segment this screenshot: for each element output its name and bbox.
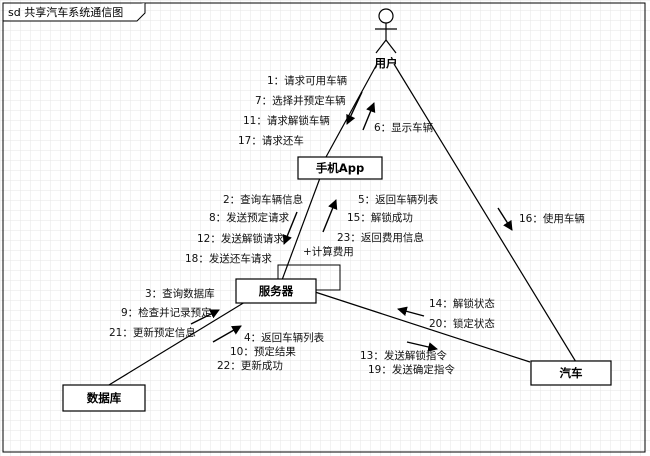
- arrow-database-to-server: [212, 325, 242, 343]
- message-label: 17：请求还车: [238, 134, 304, 147]
- self-message-label: +计算费用: [303, 245, 354, 258]
- message-label: 18：发送还车请求: [185, 252, 272, 265]
- messages-app-to-server: 2：查询车辆信息 8：发送预定请求 12：发送解锁请求 18：发送还车请求: [185, 193, 303, 265]
- link-user-car: [393, 63, 577, 363]
- arrow-server-to-car: [406, 341, 438, 352]
- message-label: 5：返回车辆列表: [358, 193, 439, 206]
- app-node-label: 手机App: [316, 161, 364, 175]
- message-label: 23：返回费用信息: [337, 231, 424, 244]
- message-label: 13：发送解锁指令: [360, 349, 447, 362]
- message-label: 2：查询车辆信息: [223, 193, 303, 206]
- server-self-loop: [277, 264, 341, 291]
- link-server-car: [314, 291, 531, 363]
- message-label: 8：发送预定请求: [209, 211, 290, 224]
- database-node-label: 数据库: [87, 391, 122, 405]
- message-label: 4：返回车辆列表: [244, 331, 325, 344]
- message-label: 12：发送解锁请求: [197, 232, 284, 245]
- message-label: 20：锁定状态: [429, 317, 495, 330]
- app-node[interactable]: 手机App: [297, 156, 383, 180]
- link-server-database: [103, 301, 246, 389]
- diagram-frame: [2, 2, 646, 453]
- car-node-label: 汽车: [560, 366, 583, 380]
- arrow-server-to-app: [322, 199, 338, 233]
- messages-app-to-user: 6：显示车辆: [374, 121, 433, 134]
- messages-server-to-database: 3：查询数据库 9：检查并记录预定 21：更新预定信息: [109, 287, 215, 339]
- messages-database-to-server: 4：返回车辆列表 10：预定结果 22：更新成功: [217, 331, 325, 372]
- message-label: 7：选择并预定车辆: [255, 94, 346, 107]
- message-label: 21：更新预定信息: [109, 326, 196, 339]
- server-node-label: 服务器: [259, 284, 294, 298]
- arrow-car-to-server: [397, 306, 425, 317]
- message-label: 1：请求可用车辆: [267, 74, 347, 87]
- database-node[interactable]: 数据库: [62, 384, 146, 412]
- message-label: 14：解锁状态: [429, 297, 495, 310]
- message-label: 15：解锁成功: [347, 211, 413, 224]
- message-label: 10：预定结果: [230, 345, 296, 358]
- messages-car-to-server: 14：解锁状态 20：锁定状态: [429, 297, 495, 330]
- user-label: 用户: [374, 56, 398, 70]
- messages-server-to-app: 5：返回车辆列表 15：解锁成功 23：返回费用信息: [337, 193, 439, 244]
- message-label: 22：更新成功: [217, 359, 283, 372]
- arrow-user-to-car: [497, 207, 513, 231]
- server-node[interactable]: 服务器: [235, 278, 317, 304]
- messages-user-to-car: 16：使用车辆: [519, 212, 585, 225]
- message-label: 6：显示车辆: [374, 121, 433, 134]
- arrow-app-to-user: [362, 102, 376, 131]
- message-label: 11：请求解锁车辆: [243, 114, 330, 127]
- messages-server-to-car: 13：发送解锁指令 19：发送确定指令: [360, 349, 455, 376]
- message-label: 3：查询数据库: [145, 287, 215, 300]
- car-node[interactable]: 汽车: [530, 360, 612, 386]
- frame-title: sd 共享汽车系统通信图: [8, 5, 123, 19]
- message-label: 9：检查并记录预定: [121, 306, 212, 319]
- message-label: 16：使用车辆: [519, 212, 585, 225]
- arrow-user-to-app: [346, 91, 363, 125]
- message-label: 19：发送确定指令: [368, 363, 455, 376]
- user-actor-icon: [375, 8, 397, 54]
- frame-tab: [3, 3, 146, 22]
- link-app-server: [281, 177, 321, 281]
- arrow-app-to-server: [282, 211, 298, 245]
- arrow-server-to-database: [190, 309, 220, 325]
- messages-user-to-app: 1：请求可用车辆 7：选择并预定车辆 11：请求解锁车辆 17：请求还车: [238, 74, 347, 147]
- link-user-app: [325, 63, 378, 158]
